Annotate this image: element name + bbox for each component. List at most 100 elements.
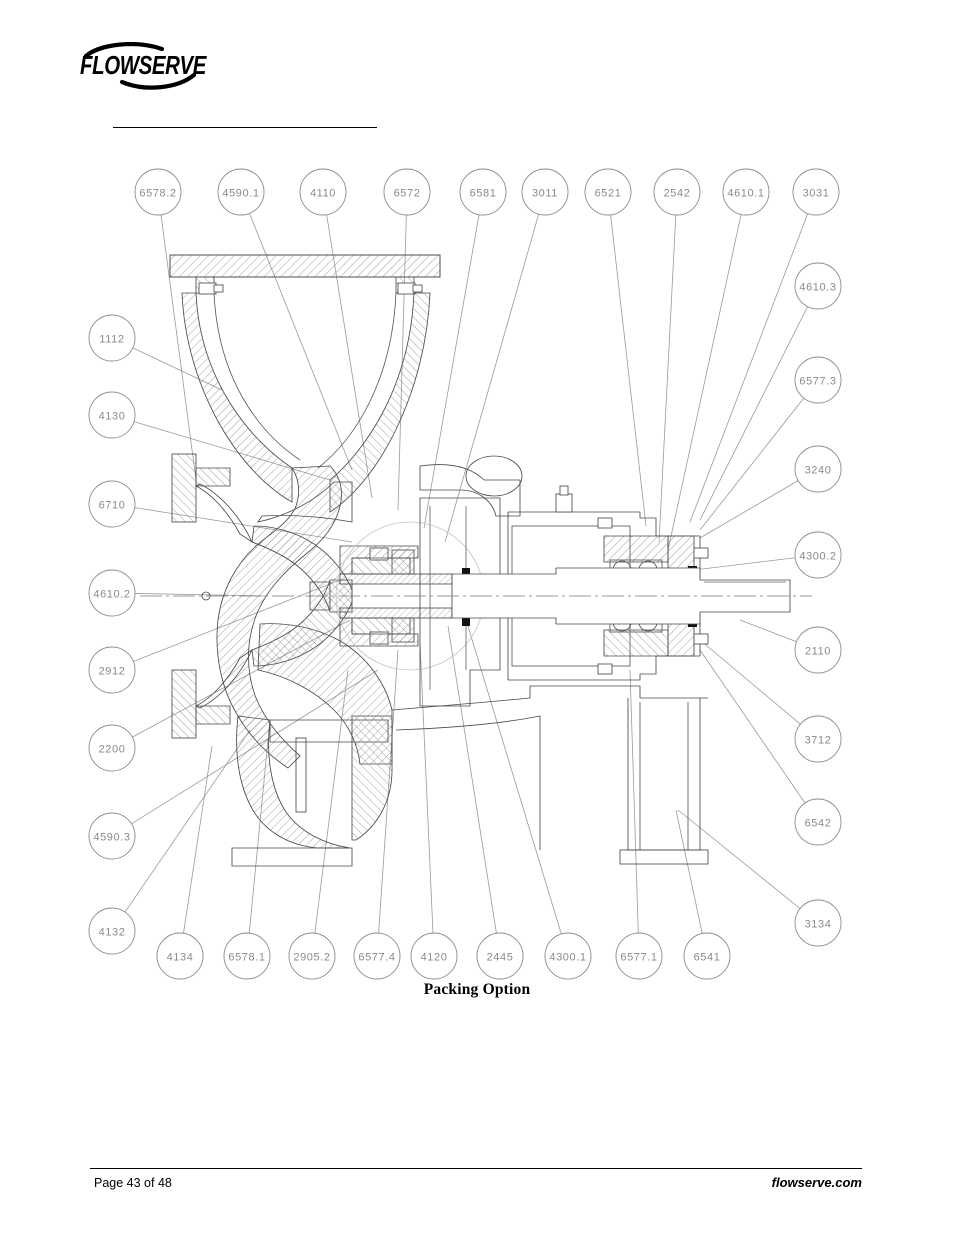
balloon-circle [794, 899, 842, 947]
callout-balloon-4300-1[interactable]: 4300.1 [544, 932, 592, 980]
balloon-label: 3240 [805, 465, 832, 477]
balloon-circle [476, 932, 524, 980]
balloon-label: 4610.3 [799, 282, 836, 294]
leader-line-2542 [658, 214, 677, 543]
leader-line-2445 [447, 625, 497, 934]
balloon-circle [794, 715, 842, 763]
balloon-circle [521, 168, 569, 216]
balloon-label: 2912 [99, 666, 126, 678]
callout-balloon-4610-1[interactable]: 4610.1 [722, 168, 770, 216]
callout-balloon-6521[interactable]: 6521 [584, 168, 632, 216]
leader-line-4300-2 [693, 557, 796, 571]
balloon-label: 4130 [99, 411, 126, 423]
callout-balloon-4134[interactable]: 4134 [156, 932, 204, 980]
leader-line-3712 [699, 639, 801, 725]
balloon-circle [794, 531, 842, 579]
balloon-label: 4300.1 [549, 952, 586, 964]
callout-balloon-6577-1[interactable]: 6577.1 [615, 932, 663, 980]
leader-line-4132 [124, 729, 251, 913]
callout-balloon-4300-2[interactable]: 4300.2 [794, 531, 842, 579]
callout-balloon-6578-1[interactable]: 6578.1 [223, 932, 271, 980]
callout-balloon-2912[interactable]: 2912 [88, 646, 136, 694]
pump-geometry [140, 254, 812, 867]
leader-line-3011 [444, 214, 540, 543]
leader-line-2110 [739, 619, 797, 643]
leader-line-4120 [419, 641, 434, 934]
balloon-circle [459, 168, 507, 216]
balloon-circle [584, 168, 632, 216]
balloon-circle [794, 445, 842, 493]
callout-balloon-6541[interactable]: 6541 [683, 932, 731, 980]
leader-line-3031 [689, 213, 809, 523]
callout-balloon-4120[interactable]: 4120 [410, 932, 458, 980]
callout-balloon-2445[interactable]: 2445 [476, 932, 524, 980]
callout-balloon-6578-2[interactable]: 6578.2 [134, 168, 182, 216]
balloon-circle [288, 932, 336, 980]
balloon-circle [615, 932, 663, 980]
footer-divider-rule [90, 1168, 862, 1169]
balloon-label: 6542 [805, 818, 832, 830]
balloon-circle [683, 932, 731, 980]
balloon-label: 4590.1 [222, 188, 259, 200]
callout-balloon-6572[interactable]: 6572 [383, 168, 431, 216]
callout-balloon-3134[interactable]: 3134 [794, 899, 842, 947]
callout-balloon-3031[interactable]: 3031 [792, 168, 840, 216]
balloon-circle [88, 812, 136, 860]
balloon-circle [794, 262, 842, 310]
callout-balloon-4130[interactable]: 4130 [88, 391, 136, 439]
leader-line-6542 [699, 649, 806, 804]
balloon-label: 2445 [487, 952, 514, 964]
balloon-label: 1112 [99, 334, 124, 346]
balloon-callouts: 6578.2 4590.1 4110 6572 6581 3011 6521 2542 4610… [88, 168, 842, 980]
leader-line-4134 [183, 745, 213, 934]
callout-balloon-6542[interactable]: 6542 [794, 798, 842, 846]
callout-balloon-6577-3[interactable]: 6577.3 [794, 356, 842, 404]
balloon-circle [794, 356, 842, 404]
balloon-circle [792, 168, 840, 216]
callout-balloon-1112[interactable]: 1112 [88, 314, 136, 362]
callout-balloon-6577-4[interactable]: 6577.4 [353, 932, 401, 980]
balloon-label: 4300.2 [799, 551, 836, 563]
balloon-label: 2542 [664, 188, 691, 200]
balloon-label: 2110 [805, 646, 831, 658]
leader-line-4610-1 [667, 214, 742, 551]
callout-balloon-3712[interactable]: 3712 [794, 715, 842, 763]
callout-balloon-2542[interactable]: 2542 [653, 168, 701, 216]
balloon-circle [88, 646, 136, 694]
callout-balloon-2905-2[interactable]: 2905.2 [288, 932, 336, 980]
balloon-circle [794, 798, 842, 846]
balloon-label: 6572 [394, 188, 421, 200]
leader-line-3134 [677, 809, 801, 909]
callout-balloon-2200[interactable]: 2200 [88, 724, 136, 772]
leader-line-6578-2 [160, 214, 197, 481]
pump-sectional-drawing: 6578.2 4590.1 4110 6572 6581 3011 6521 2542 4610… [0, 150, 954, 1010]
balloon-circle [134, 168, 182, 216]
balloon-circle [299, 168, 347, 216]
callout-balloon-3011[interactable]: 3011 [521, 168, 569, 216]
leader-line-4300-1 [459, 599, 562, 935]
balloon-circle [88, 907, 136, 955]
balloon-label: 3712 [805, 735, 832, 747]
callout-balloon-4132[interactable]: 4132 [88, 907, 136, 955]
callout-balloon-4110[interactable]: 4110 [299, 168, 347, 216]
leader-line-6541 [675, 809, 703, 934]
header-divider-rule [113, 127, 377, 128]
callout-balloon-6710[interactable]: 6710 [88, 480, 136, 528]
callout-balloon-4590-3[interactable]: 4590.3 [88, 812, 136, 860]
figure-caption: Packing Option [423, 981, 531, 998]
callout-balloon-4610-3[interactable]: 4610.3 [794, 262, 842, 310]
balloon-circle [410, 932, 458, 980]
callout-balloon-2110[interactable]: 2110 [794, 626, 842, 674]
balloon-label: 2905.2 [293, 952, 330, 964]
leader-line-6521 [610, 214, 647, 527]
balloon-label: 6577.1 [620, 952, 657, 964]
callout-balloon-6581[interactable]: 6581 [459, 168, 507, 216]
flowserve-logo: FLOWSERVE [78, 42, 308, 92]
balloon-circle [353, 932, 401, 980]
balloon-circle [156, 932, 204, 980]
callout-balloon-3240[interactable]: 3240 [794, 445, 842, 493]
callout-balloon-4610-2[interactable]: 4610.2 [88, 569, 136, 617]
callout-balloon-4590-1[interactable]: 4590.1 [217, 168, 265, 216]
page-number-label: Page 43 of 48 [94, 1176, 172, 1190]
balloon-label: 3134 [805, 919, 832, 931]
